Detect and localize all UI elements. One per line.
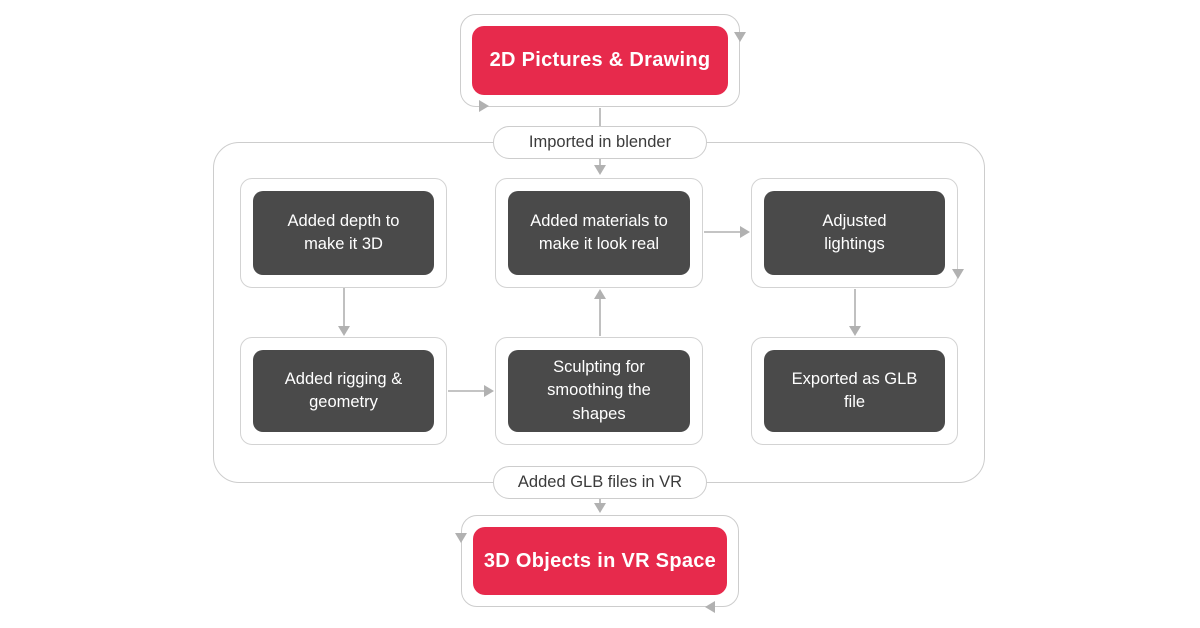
node-added-rigging: Added rigging & geometry bbox=[240, 337, 447, 445]
node-added-depth-label: Added depth to make it 3D bbox=[287, 211, 400, 253]
node-added-materials-label: Added materials to make it look real bbox=[530, 211, 668, 253]
transition-imported-in-blender: Imported in blender bbox=[493, 126, 707, 159]
node-adjusted-lightings-label: Adjusted lightings bbox=[822, 211, 887, 253]
node-adjusted-lightings-box: Adjusted lightings bbox=[764, 191, 945, 275]
node-sculpting: Sculpting for smoothing the shapes bbox=[495, 337, 703, 445]
end-node-card: 3D Objects in VR Space bbox=[461, 515, 739, 607]
transition-bottom-label: Added GLB files in VR bbox=[517, 473, 683, 491]
node-sculpting-label: Sculpting for smoothing the shapes bbox=[547, 357, 651, 423]
start-node-card: 2D Pictures & Drawing bbox=[460, 14, 740, 107]
node-adjusted-lightings: Adjusted lightings bbox=[751, 178, 958, 288]
node-added-materials: Added materials to make it look real bbox=[495, 178, 703, 288]
node-added-rigging-box: Added rigging & geometry bbox=[253, 350, 434, 432]
node-added-materials-box: Added materials to make it look real bbox=[508, 191, 690, 275]
node-exported-glb: Exported as GLB file bbox=[751, 337, 958, 445]
end-node: 3D Objects in VR Space bbox=[473, 527, 727, 595]
node-added-depth: Added depth to make it 3D bbox=[240, 178, 447, 288]
transition-top-label: Imported in blender bbox=[528, 133, 672, 151]
start-node: 2D Pictures & Drawing bbox=[472, 26, 728, 95]
node-exported-glb-label: Exported as GLB file bbox=[791, 369, 918, 411]
node-sculpting-box: Sculpting for smoothing the shapes bbox=[508, 350, 690, 432]
start-node-label: 2D Pictures & Drawing bbox=[489, 49, 711, 71]
end-node-label: 3D Objects in VR Space bbox=[483, 549, 717, 572]
node-added-rigging-label: Added rigging & geometry bbox=[284, 369, 403, 411]
node-exported-glb-box: Exported as GLB file bbox=[764, 350, 945, 432]
node-added-depth-box: Added depth to make it 3D bbox=[253, 191, 434, 275]
arrow-pill-to-end bbox=[594, 499, 606, 513]
transition-added-glb-vr: Added GLB files in VR bbox=[493, 466, 707, 499]
